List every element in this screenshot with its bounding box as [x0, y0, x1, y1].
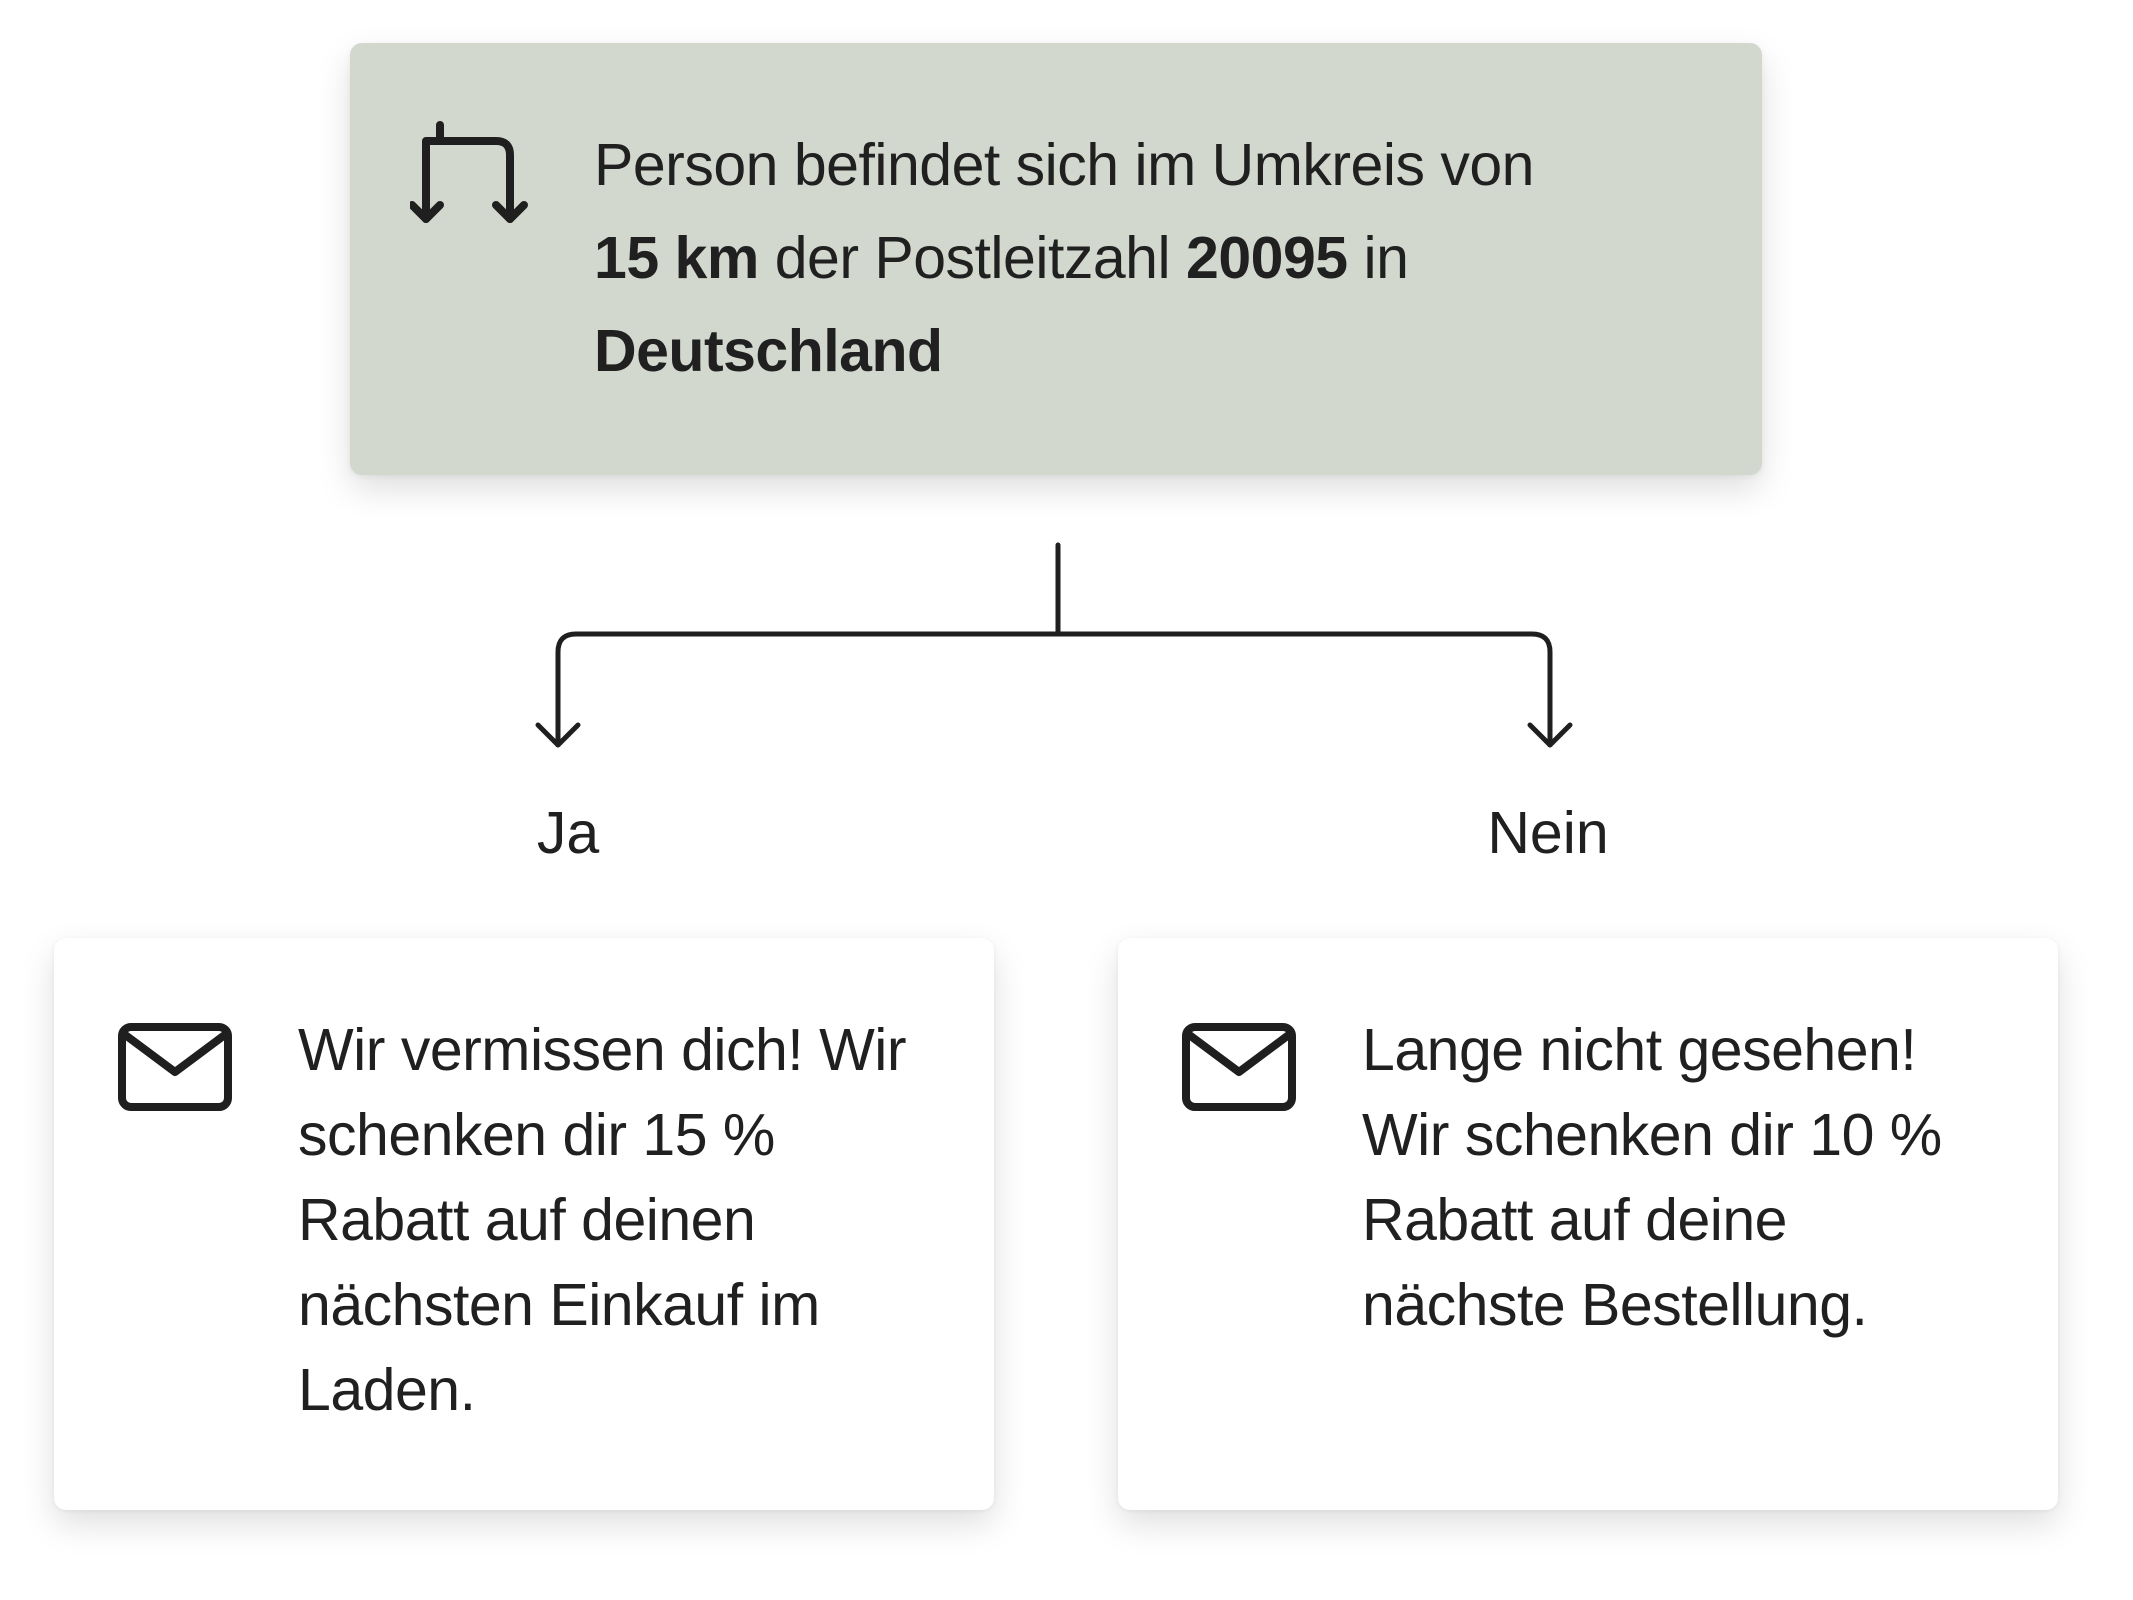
condition-postal-code: 20095 [1186, 225, 1348, 291]
connector-yes-arrowhead [535, 722, 581, 748]
condition-distance: 15 km [594, 225, 759, 291]
connector-no-arrowhead [1527, 722, 1573, 748]
condition-text-part1: Person befindet sich im Umkreis von [594, 132, 1534, 198]
connector-no-line [1055, 631, 1553, 748]
email-card-no[interactable]: Lange nicht gesehen! Wir schenken dir 10… [1118, 938, 2058, 1510]
branch-label-yes: Ja [536, 800, 600, 866]
connector-yes-line [555, 631, 1061, 748]
branch-label-no: Nein [1487, 800, 1609, 866]
condition-text-part3: in [1363, 225, 1409, 291]
mail-icon [1182, 1023, 1296, 1111]
mail-icon [118, 1023, 232, 1111]
email-message-yes: Wir vermissen dich! Wir schenken dir 15 … [298, 1017, 907, 1423]
condition-card[interactable]: Person befindet sich im Umkreis von 15 k… [350, 43, 1762, 475]
email-card-yes[interactable]: Wir vermissen dich! Wir schenken dir 15 … [54, 938, 994, 1510]
condition-country: Deutschland [594, 318, 943, 384]
condition-text-part2: der Postleitzahl [774, 225, 1171, 291]
condition-text: Person befindet sich im Umkreis von 15 k… [594, 119, 1714, 398]
email-message-no: Lange nicht gesehen! Wir schenken dir 10… [1362, 1017, 1942, 1338]
split-branch-icon [410, 121, 528, 223]
